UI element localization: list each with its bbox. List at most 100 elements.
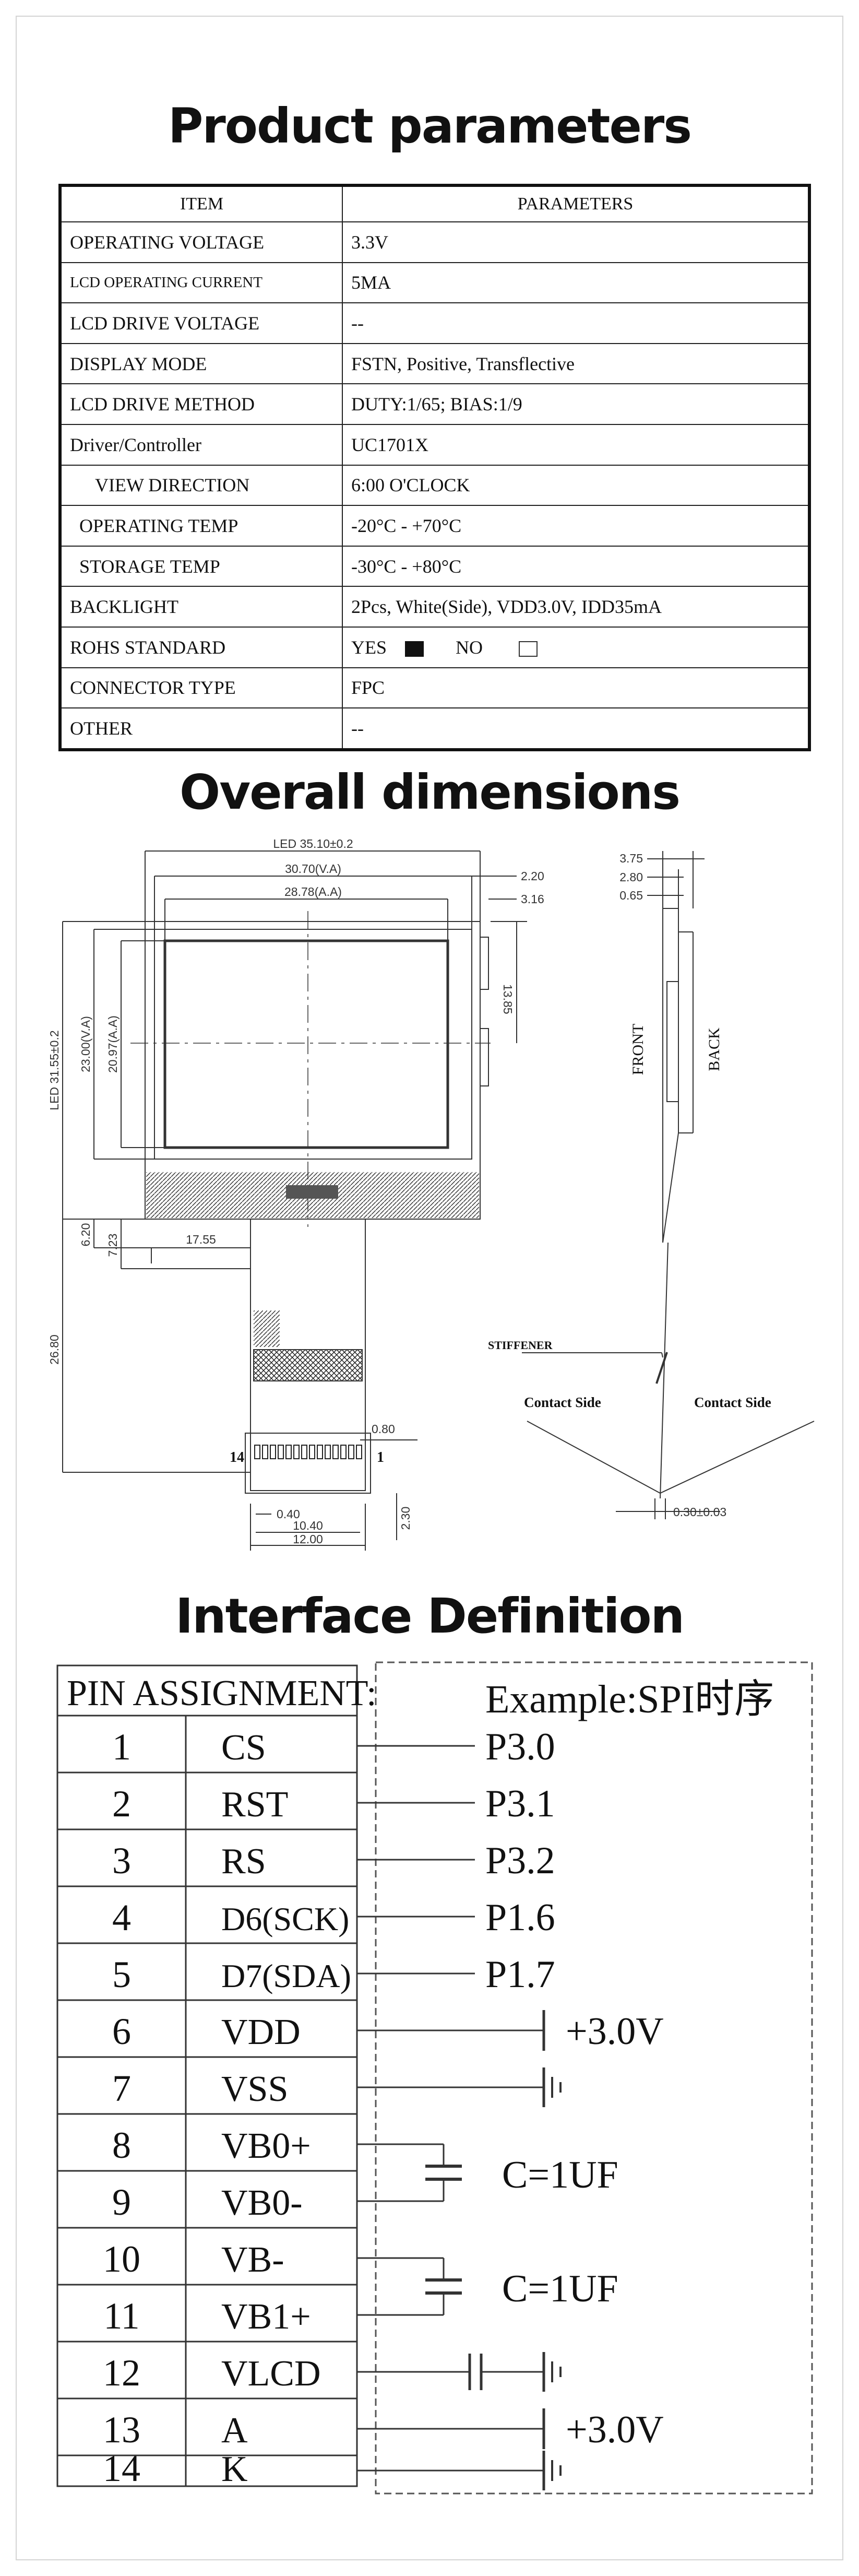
row-value: FSTN, Positive, Transflective	[342, 342, 810, 385]
pin-number: 5	[112, 1954, 131, 1995]
table-row: VIEW DIRECTION 6:00 O'CLOCK	[59, 464, 810, 506]
page-frame	[16, 16, 843, 2560]
fpc-pins	[254, 1445, 362, 1459]
dim-thickness: 0.30±0.03	[673, 1505, 726, 1519]
dim-0-80: 0.80	[372, 1422, 395, 1436]
row-value: --	[342, 707, 810, 750]
pin-number: 14	[103, 2448, 140, 2489]
dim-26-80: 26.80	[47, 1334, 61, 1365]
table-row: LCD DRIVE METHOD DUTY:1/65; BIAS:1/9	[59, 383, 810, 425]
pin-name: RS	[221, 1841, 266, 1882]
port-label: P3.1	[485, 1782, 555, 1825]
pin-name: K	[221, 2449, 248, 2489]
empty-square-icon	[519, 641, 538, 657]
pin-number: 1	[112, 1726, 131, 1768]
fpc-connector	[245, 1433, 371, 1494]
table-row: OPERATING TEMP -20°C - +70°C	[59, 505, 810, 547]
table-row: OPERATING VOLTAGE 3.3V	[59, 221, 810, 263]
table-row: Driver/Controller UC1701X	[59, 423, 810, 466]
row-value: 6:00 O'CLOCK	[342, 464, 810, 506]
capacitor-1-label: C=1UF	[502, 2154, 618, 2196]
pin-number: 11	[103, 2295, 139, 2337]
dim-7-23: 7.23	[106, 1234, 120, 1257]
dim-led-width: LED 35.10±0.2	[273, 837, 353, 850]
port-label: P1.6	[485, 1896, 555, 1939]
pin-table	[56, 1664, 358, 2487]
led-tab-bottom	[480, 1028, 489, 1086]
wiring	[357, 1745, 562, 2490]
va-area-outline	[154, 929, 472, 1160]
row-value: -30°C - +80°C	[342, 545, 810, 587]
pin-14-marker: 14	[230, 1449, 244, 1466]
pin-name: VB1+	[221, 2297, 311, 2337]
row-item: OPERATING TEMP	[59, 505, 343, 547]
side-view-led	[666, 981, 679, 1102]
table-row: BACKLIGHT 2Pcs, White(Side), VDD3.0V, ID…	[59, 586, 810, 628]
pin-name: VDD	[221, 2012, 301, 2052]
pin-number: 6	[112, 2011, 131, 2052]
led-tab-top	[480, 937, 489, 990]
pin-name: VB0-	[221, 2183, 303, 2223]
capacitor-2-label: C=1UF	[502, 2267, 618, 2310]
params-title: Product parameters	[168, 98, 692, 154]
stiffener-label: STIFFENER	[488, 1339, 553, 1352]
dim-6-20: 6.20	[79, 1223, 92, 1247]
row-value: DUTY:1/65; BIAS:1/9	[342, 383, 810, 425]
mcu-dashed-frame	[375, 1661, 813, 2495]
example-label: Example:SPI时序	[485, 1677, 774, 1721]
front-label: FRONT	[629, 1024, 647, 1075]
row-value: --	[342, 302, 810, 344]
row-value: 3.3V	[342, 221, 810, 263]
dim-2-20: 2.20	[521, 869, 544, 883]
pin-number: 12	[103, 2352, 140, 2394]
row-value: YES NO	[342, 626, 810, 668]
pin-name: CS	[221, 1728, 266, 1768]
table-row: ROHS STANDARD YES NO	[59, 626, 810, 668]
pin-number: 7	[112, 2067, 131, 2109]
row-item: LCD DRIVE VOLTAGE	[59, 302, 343, 344]
port-label: P1.7	[485, 1953, 555, 1996]
pin-assignment-header: PIN ASSIGNMENT:	[67, 1673, 377, 1714]
header-parameters: PARAMETERS	[342, 185, 810, 222]
rohs-yes-label: YES	[351, 636, 387, 658]
dim-2-80: 2.80	[619, 870, 643, 884]
table-row: OTHER --	[59, 707, 810, 750]
table-row: LCD DRIVE VOLTAGE --	[59, 302, 810, 344]
fpc-stiffener-crosshatch	[253, 1349, 363, 1381]
row-item: OTHER	[59, 707, 343, 750]
pin-name: VLCD	[221, 2354, 321, 2394]
fpc-tail	[250, 1219, 366, 1491]
row-item: STORAGE TEMP	[59, 545, 343, 587]
pin-name: VB-	[221, 2240, 284, 2280]
dim-0-40: 0.40	[277, 1507, 300, 1521]
dim-3-16: 3.16	[521, 892, 544, 906]
back-label: BACK	[706, 1027, 723, 1071]
dim-va-height: 23.00(V.A)	[79, 1016, 92, 1072]
row-item: Driver/Controller	[59, 423, 343, 466]
row-item: CONNECTOR TYPE	[59, 667, 343, 709]
header-item: ITEM	[59, 185, 343, 222]
a-voltage-label: +3.0V	[566, 2408, 664, 2451]
pin-name: VSS	[221, 2069, 288, 2109]
pin-number: 13	[103, 2409, 140, 2451]
dim-13-85: 13.85	[501, 984, 515, 1014]
dim-10-40: 10.40	[293, 1519, 323, 1532]
pin-name: D7(SDA)	[221, 1957, 351, 1994]
table-row: STORAGE TEMP -30°C - +80°C	[59, 545, 810, 587]
dim-3-75: 3.75	[619, 852, 643, 865]
row-item: VIEW DIRECTION	[59, 464, 343, 506]
contact-side-right-label: Contact Side	[694, 1395, 771, 1410]
port-label: P3.0	[485, 1726, 555, 1768]
row-item: LCD OPERATING CURRENT	[59, 262, 343, 304]
row-value: 5MA	[342, 262, 810, 304]
dim-12-00: 12.00	[293, 1532, 323, 1546]
row-item: BACKLIGHT	[59, 586, 343, 628]
dimensions-drawing: LED 35.10±0.2 30.70(V.A) 28.78(A.A) 2.20…	[47, 837, 815, 1551]
pin-1-marker: 1	[377, 1449, 384, 1466]
row-item: ROHS STANDARD	[59, 626, 343, 668]
port-label: P3.2	[485, 1839, 555, 1882]
pin-name: A	[221, 2410, 248, 2451]
interface-title: Interface Definition	[175, 1588, 685, 1644]
table-header-row: ITEM PARAMETERS	[59, 185, 810, 222]
dim-0-65: 0.65	[619, 889, 643, 902]
